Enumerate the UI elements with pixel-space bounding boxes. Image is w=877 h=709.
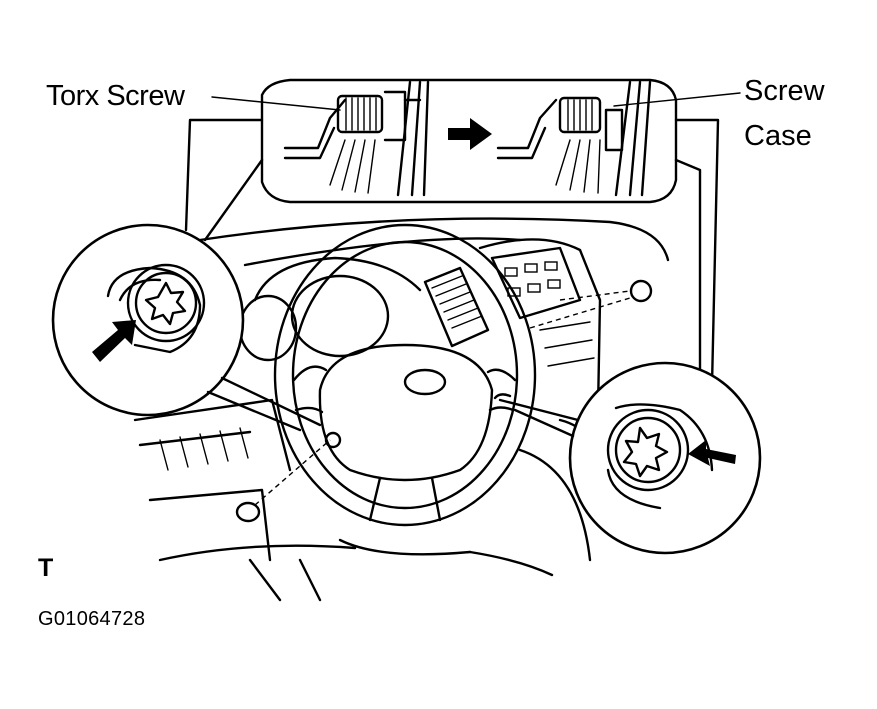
pointer-arrow-icon — [688, 440, 736, 466]
torx-screw-icon — [144, 281, 187, 326]
arrow-right-icon — [448, 118, 492, 150]
before-screw-view — [283, 80, 430, 197]
after-screw-view — [496, 80, 652, 197]
screw-label: Screw — [744, 75, 825, 107]
dashboard-outline — [133, 217, 670, 602]
steering-wheel — [273, 223, 554, 577]
right-zoom-callout — [498, 361, 762, 555]
detail-callout-box — [184, 78, 720, 387]
torx-screw-label: Torx Screw — [46, 80, 185, 112]
case-label: Case — [744, 120, 812, 152]
torx-screw-leader — [211, 96, 341, 111]
view-letter: T — [38, 554, 54, 582]
pointer-arrow-icon — [92, 320, 136, 362]
torx-screw-icon — [622, 426, 669, 478]
left-zoom-callout — [51, 223, 322, 432]
figure-id: G01064728 — [38, 608, 146, 630]
screw-leader — [613, 92, 741, 107]
